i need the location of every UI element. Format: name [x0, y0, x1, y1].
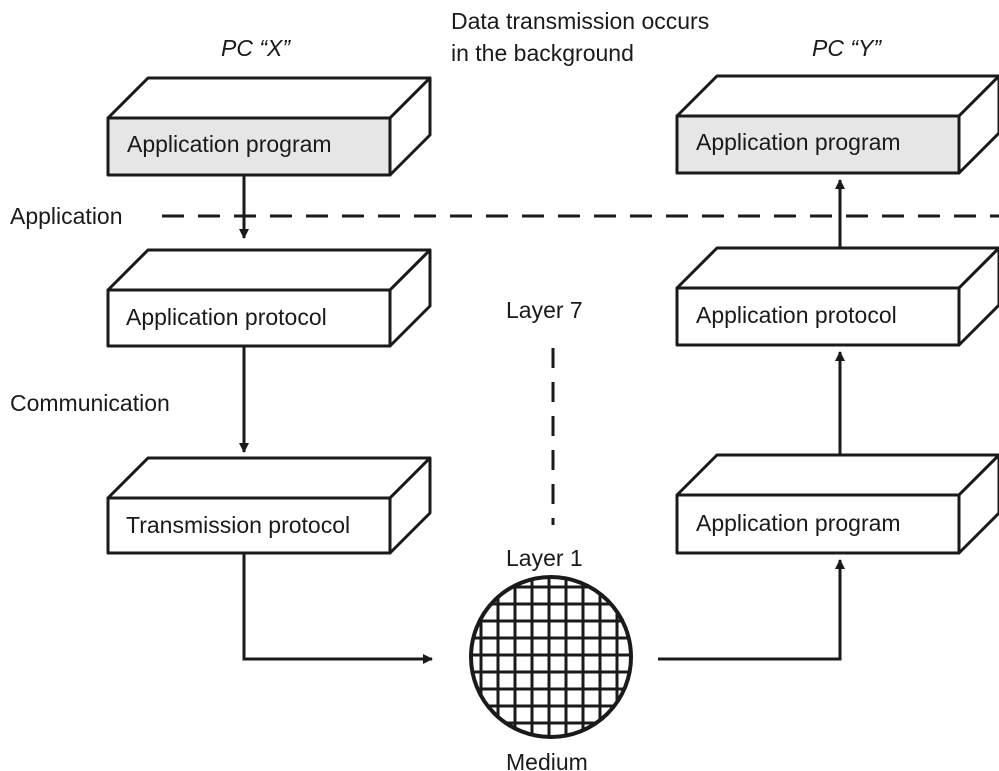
right-box-application-protocol	[675, 246, 999, 347]
pc-x-title: PC “X”	[221, 35, 290, 61]
layer-7-label: Layer 7	[506, 297, 583, 323]
communication-label: Communication	[10, 390, 170, 416]
left-box-transmission-protocol-label: Transmission protocol	[126, 512, 351, 538]
right-box-application-program-top-label: Application program	[696, 129, 901, 155]
right-box-application-program-top	[675, 74, 999, 175]
arrow-left-transmission-to-medium	[242, 553, 433, 664]
right-box-application-protocol-label: Application protocol	[696, 302, 897, 328]
pc-y-title: PC “Y”	[812, 35, 881, 61]
right-box-application-program-bottom	[675, 453, 999, 555]
arrow-right-medium-to-program	[658, 559, 845, 661]
layer-1-label: Layer 1	[506, 545, 583, 571]
left-box-transmission-protocol	[106, 456, 432, 555]
background-note-line1: Data transmission occurs	[451, 8, 710, 34]
right-box-application-program-bottom-label: Application program	[696, 510, 901, 536]
medium-grid-icon	[469, 575, 633, 739]
application-label: Application	[10, 203, 123, 229]
left-box-application-protocol-label: Application protocol	[126, 304, 327, 330]
left-box-application-program-label: Application program	[127, 131, 332, 157]
background-note-line2: in the background	[451, 40, 634, 66]
left-box-application-program	[106, 76, 432, 177]
medium-label: Medium	[506, 749, 588, 771]
left-box-application-protocol	[106, 248, 432, 348]
